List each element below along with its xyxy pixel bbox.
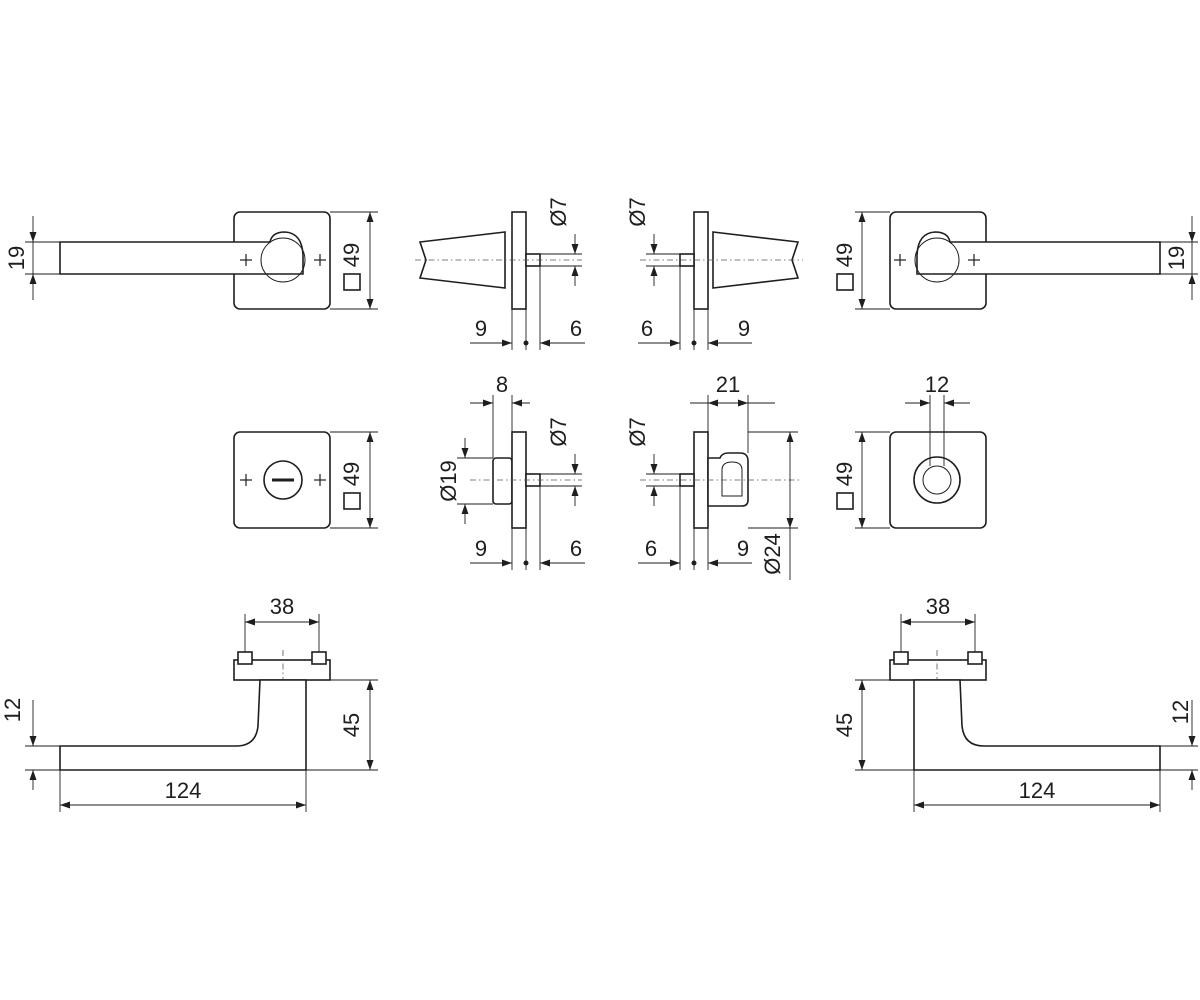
dim-screw-spacing: 38 — [926, 594, 950, 619]
dim-rose-thickness: 9 — [737, 536, 749, 561]
dim-rose-square: 49 — [339, 462, 364, 486]
dim-knob-depth: 8 — [496, 372, 508, 397]
dim-lever-thickness: 12 — [1168, 700, 1193, 724]
lever-neck — [260, 237, 306, 283]
dim-knob-diameter: Ø19 — [436, 460, 461, 502]
right-lever-top-view: 38 45 12 124 — [832, 594, 1198, 812]
release-cap — [707, 452, 749, 507]
lever-handle — [916, 231, 1161, 275]
dim-cap-diameter: Ø24 — [760, 533, 785, 575]
dim-spindle-diameter: Ø7 — [625, 197, 650, 226]
dim-lever-height: 19 — [1164, 246, 1189, 270]
lever-profile — [59, 679, 307, 771]
lever-profile — [913, 679, 1161, 771]
turn-knob-profile — [492, 457, 513, 505]
dim-rose-square: 49 — [339, 243, 364, 267]
dim-screw-spacing: 38 — [270, 594, 294, 619]
right-lever-side-view: Ø7 6 9 — [625, 197, 803, 350]
dim-lever-length: 124 — [165, 778, 202, 803]
right-release-side-view: 21 Ø7 Ø24 6 9 — [625, 372, 800, 580]
rose-plate — [693, 211, 709, 310]
dim-projection: 45 — [832, 713, 857, 737]
dim-spindle-diameter: Ø7 — [546, 197, 571, 226]
dim-spindle-diameter: Ø7 — [546, 417, 571, 446]
dim-spindle-offset: 6 — [570, 316, 582, 341]
dim-rose-thickness: 9 — [738, 316, 750, 341]
tapered-grip — [712, 231, 800, 289]
tapered-grip — [418, 231, 506, 289]
lever-neck — [914, 237, 960, 283]
dim-spindle-offset: 6 — [641, 316, 653, 341]
right-lever-front-view: 19 49 — [832, 211, 1198, 310]
left-turn-side-view: 8 Ø19 Ø7 9 6 — [436, 372, 585, 570]
dim-lever-height: 19 — [4, 246, 29, 270]
dim-rose-thickness: 9 — [475, 316, 487, 341]
dim-lever-thickness: 12 — [0, 698, 25, 722]
left-lever-top-view: 38 45 12 124 — [0, 594, 378, 812]
dim-slot-width: 12 — [925, 372, 949, 397]
release-slot — [922, 465, 952, 495]
dim-projection: 45 — [339, 713, 364, 737]
left-lever-side-view: Ø7 9 6 — [415, 197, 585, 350]
dim-rose-thickness: 9 — [475, 536, 487, 561]
dim-cap-depth: 21 — [716, 372, 740, 397]
left-turn-knob-front-view: 49 — [233, 431, 378, 529]
dim-spindle-offset: 6 — [570, 536, 582, 561]
dim-lever-length: 124 — [1019, 778, 1056, 803]
right-release-front-view: 12 49 — [832, 372, 987, 529]
release-cap-ring — [913, 456, 961, 504]
dim-spindle-diameter: Ø7 — [625, 417, 650, 446]
dim-spindle-offset: 6 — [645, 536, 657, 561]
dim-rose-square: 49 — [832, 243, 857, 267]
lever-handle — [59, 231, 304, 275]
dim-rose-square: 49 — [832, 462, 857, 486]
left-lever-front-view: 19 49 — [4, 211, 378, 310]
rose-plate — [511, 211, 527, 310]
